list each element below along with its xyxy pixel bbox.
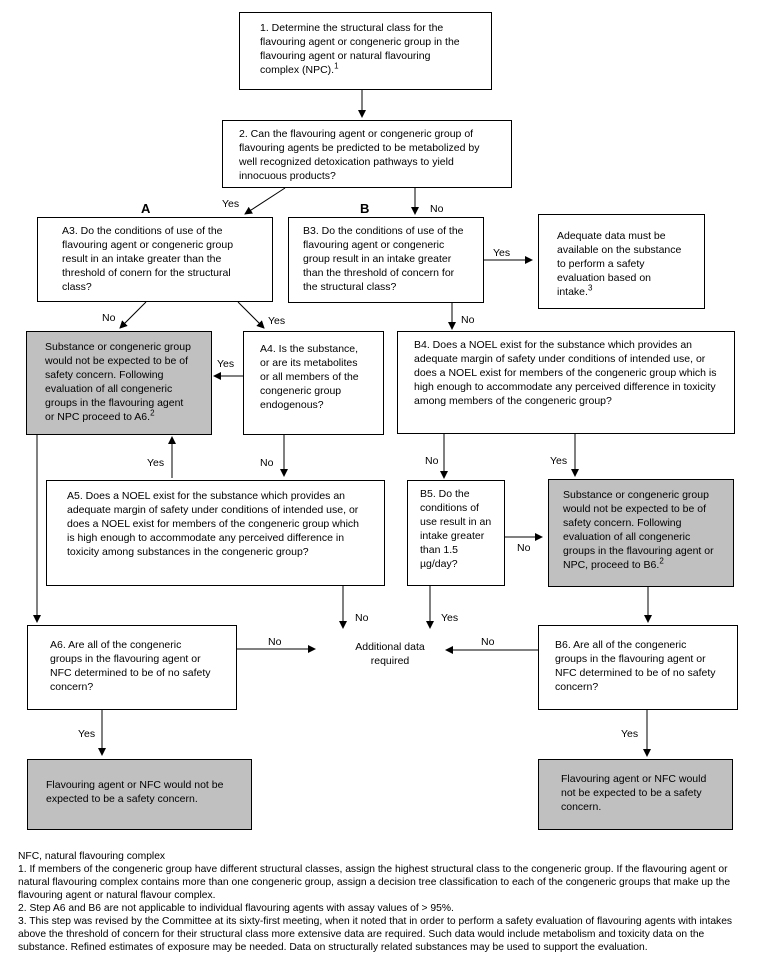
a3-text: A3. Do the conditions of use of the flav…	[62, 225, 234, 293]
arrow-a3-to-a4	[237, 301, 265, 329]
label-yes-a5: Yes	[147, 457, 165, 469]
label-yes-b5: Yes	[441, 612, 459, 624]
b4-text: B4. Does a NOEL exist for the substance …	[414, 339, 717, 407]
a5-text: A5. Does a NOEL exist for the substance …	[67, 490, 360, 558]
label-no-a4: No	[260, 457, 274, 469]
step-1-box: 1. Determine the structural class for th…	[239, 12, 492, 90]
a6-box: A6. Are all of the congeneric groups in …	[27, 625, 237, 710]
a3-box: A3. Do the conditions of use of the flav…	[37, 217, 273, 302]
step-1-text: 1. Determine the structural class for th…	[260, 22, 460, 76]
adequate-data-text: Adequate data must be available on the s…	[557, 230, 682, 298]
final-no-concern-b-box: Flavouring agent or NFC would not be exp…	[538, 759, 733, 830]
final-no-concern-a-text: Flavouring agent or NFC would not be exp…	[46, 779, 224, 805]
label-no-a6: No	[268, 636, 282, 648]
label-no-b3: No	[461, 314, 475, 326]
final-no-concern-b-text: Flavouring agent or NFC would not be exp…	[561, 773, 707, 813]
substance-no-concern-b-box: Substance or congeneric group would not …	[548, 479, 734, 587]
adequate-data-box: Adequate data must be available on the s…	[538, 214, 705, 309]
substance-no-concern-a-text: Substance or congeneric group would not …	[45, 341, 191, 423]
label-no-a5: No	[355, 612, 369, 624]
label-no-2-b: No	[430, 203, 444, 215]
label-yes-a3: Yes	[268, 315, 286, 327]
a4-box: A4. Is the substance, or are its metabol…	[243, 331, 384, 435]
branch-label-a: A	[141, 201, 151, 216]
label-yes-b4: Yes	[550, 455, 568, 467]
a6-text: A6. Are all of the congeneric groups in …	[50, 639, 211, 693]
footnote-ref: 2	[659, 556, 664, 566]
label-yes-2-a: Yes	[222, 198, 240, 210]
b5-box: B5. Do the conditions of use result in a…	[407, 480, 505, 586]
footnotes: NFC, natural flavouring complex 1. If me…	[18, 850, 753, 954]
label-yes-a4: Yes	[217, 358, 235, 370]
label-yes-b6: Yes	[621, 728, 639, 740]
additional-data-required: Additional data required	[355, 641, 425, 667]
abbreviation-note: NFC, natural flavouring complex	[18, 851, 166, 862]
b6-box: B6. Are all of the congeneric groups in …	[538, 625, 738, 710]
footnote-ref: 1	[334, 61, 339, 71]
label-no-a3: No	[102, 312, 116, 324]
footnote-ref: 2	[150, 408, 155, 418]
label-no-b4: No	[425, 455, 439, 467]
b4-box: B4. Does a NOEL exist for the substance …	[397, 331, 735, 434]
step-2-text: 2. Can the flavouring agent or congeneri…	[239, 128, 480, 182]
substance-no-concern-b-text: Substance or congeneric group would not …	[563, 489, 714, 571]
label-no-b6: No	[481, 636, 495, 648]
substance-no-concern-a-box: Substance or congeneric group would not …	[26, 331, 212, 435]
arrow-2-to-a3	[244, 187, 286, 215]
b6-text: B6. Are all of the congeneric groups in …	[555, 639, 716, 693]
label-yes-a6: Yes	[78, 728, 96, 740]
label-yes-b3: Yes	[493, 247, 511, 259]
branch-label-b: B	[360, 201, 370, 216]
b3-box: B3. Do the conditions of use of the flav…	[288, 217, 484, 303]
b3-text: B3. Do the conditions of use of the flav…	[303, 225, 464, 293]
arrow-a3-to-subst-a	[119, 301, 147, 329]
label-no-b5: No	[517, 542, 531, 554]
footnote-3: 3. This step was revised by the Committe…	[18, 916, 733, 953]
footnote-2: 2. Step A6 and B6 are not applicable to …	[18, 903, 454, 914]
a5-box: A5. Does a NOEL exist for the substance …	[46, 480, 385, 586]
final-no-concern-a-box: Flavouring agent or NFC would not be exp…	[27, 759, 252, 830]
a4-text: A4. Is the substance, or are its metabol…	[260, 343, 359, 411]
step-2-box: 2. Can the flavouring agent or congeneri…	[222, 120, 512, 188]
footnote-ref: 3	[587, 283, 593, 293]
footnote-1: 1. If members of the congeneric group ha…	[18, 864, 731, 901]
b5-text: B5. Do the conditions of use result in a…	[420, 488, 492, 570]
